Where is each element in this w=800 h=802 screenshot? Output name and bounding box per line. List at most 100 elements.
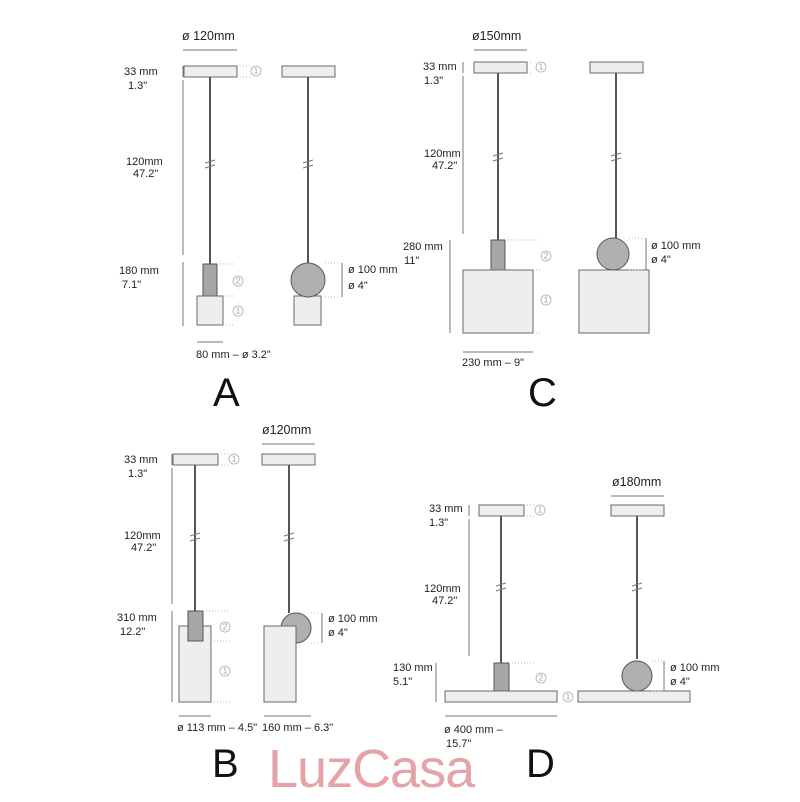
cable-length-in: 47.2" bbox=[432, 595, 457, 607]
canopy-height-mm: 33 mm bbox=[429, 503, 463, 515]
canopy-height-in: 1.3" bbox=[429, 517, 448, 529]
panel-d: ø180mm 33 mm 1.3" 120mm 47.2" 130 mm 5.1… bbox=[393, 475, 720, 786]
part-marker bbox=[228, 453, 240, 465]
part-marker bbox=[219, 665, 231, 677]
socket bbox=[490, 239, 506, 271]
socket bbox=[202, 263, 218, 297]
panel-b: ø120mm 33 mm 1.3" 120mm 47.2" 310 mm 12.… bbox=[117, 423, 378, 786]
body-height-in: 12.2" bbox=[120, 626, 145, 638]
shade bbox=[444, 690, 558, 703]
bulb bbox=[621, 660, 653, 692]
bulb-diameter-mm: ø 100 mm bbox=[328, 613, 378, 625]
part-marker bbox=[562, 691, 574, 703]
part-marker-label: 1 bbox=[566, 693, 571, 702]
canopy-height-mm: 33 mm bbox=[124, 454, 158, 466]
cable-length-in: 47.2" bbox=[131, 542, 156, 554]
watermark-text: LuzCasa bbox=[268, 739, 475, 799]
part-marker-label: 1 bbox=[223, 667, 228, 676]
part-marker bbox=[534, 504, 546, 516]
width-label: 80 mm – ø 3.2" bbox=[196, 349, 271, 361]
panel-letter: C bbox=[528, 371, 557, 415]
part-marker-label: 1 bbox=[236, 307, 241, 316]
bulb-diameter-mm: ø 100 mm bbox=[348, 264, 398, 276]
body-height-in: 7.1" bbox=[122, 279, 141, 291]
cable-break-mark bbox=[283, 537, 295, 542]
cable-break-mark bbox=[610, 157, 622, 162]
cable-break-mark bbox=[631, 582, 643, 587]
body-height-mm: 130 mm bbox=[393, 662, 433, 674]
cable-break-mark bbox=[204, 159, 216, 164]
cable-length-in: 47.2" bbox=[133, 168, 158, 180]
panel-letter: B bbox=[212, 742, 239, 786]
canopy-diameter-label: ø120mm bbox=[262, 423, 311, 437]
cable-break-mark bbox=[492, 152, 504, 157]
bulb bbox=[596, 237, 630, 271]
cable-break-mark bbox=[495, 582, 507, 587]
cable-break-mark bbox=[189, 532, 201, 537]
canopy bbox=[172, 453, 219, 466]
part-marker-label: 1 bbox=[254, 67, 259, 76]
part-marker-label: 2 bbox=[544, 252, 549, 261]
part-marker-label: 2 bbox=[236, 277, 241, 286]
part-marker bbox=[540, 294, 552, 306]
shade bbox=[263, 625, 297, 703]
part-marker-label: 2 bbox=[539, 674, 544, 683]
part-marker-label: 1 bbox=[232, 455, 237, 464]
bulb bbox=[290, 262, 326, 298]
width-label-right: 160 mm – 6.3" bbox=[262, 722, 333, 734]
panel-a: ø 120mm 33 mm 1.3" 120mm 47.2" 180 mm 7.… bbox=[119, 29, 398, 415]
part-marker-label: 1 bbox=[539, 63, 544, 72]
canopy-height-in: 1.3" bbox=[128, 468, 147, 480]
shade bbox=[196, 295, 224, 326]
socket bbox=[493, 662, 510, 692]
canopy-diameter-label: ø150mm bbox=[472, 29, 521, 43]
canopy-diameter-label: ø180mm bbox=[612, 475, 661, 489]
cable-break-mark bbox=[302, 164, 314, 169]
shade bbox=[577, 690, 691, 703]
part-marker-label: 1 bbox=[544, 296, 549, 305]
canopy-height-in: 1.3" bbox=[128, 80, 147, 92]
part-marker bbox=[535, 672, 547, 684]
body-height-mm: 280 mm bbox=[403, 241, 443, 253]
width-label: 230 mm – 9" bbox=[462, 357, 524, 369]
shade bbox=[462, 269, 534, 334]
width-label-line1: ø 400 mm – bbox=[444, 724, 504, 736]
cable-length-mm: 120mm bbox=[424, 148, 461, 160]
part-marker bbox=[535, 61, 547, 73]
part-marker bbox=[250, 65, 262, 77]
shade bbox=[293, 295, 322, 326]
cable-break-mark bbox=[302, 159, 314, 164]
body-height-mm: 310 mm bbox=[117, 612, 157, 624]
part-marker-label: 1 bbox=[538, 506, 543, 515]
canopy bbox=[589, 61, 644, 74]
cable-length-in: 47.2" bbox=[432, 160, 457, 172]
canopy-height-in: 1.3" bbox=[424, 75, 443, 87]
cable-break-mark bbox=[283, 532, 295, 537]
body-height-mm: 180 mm bbox=[119, 265, 159, 277]
cable-break-mark bbox=[189, 537, 201, 542]
panel-letter: D bbox=[526, 742, 555, 786]
part-marker bbox=[540, 250, 552, 262]
cable-break-mark bbox=[495, 587, 507, 592]
cable-break-mark bbox=[610, 152, 622, 157]
cable-length-mm: 120mm bbox=[124, 530, 161, 542]
cable-break-mark bbox=[631, 587, 643, 592]
part-marker-label: 2 bbox=[223, 623, 228, 632]
cable-length-mm: 120mm bbox=[126, 156, 163, 168]
canopy-height-mm: 33 mm bbox=[423, 61, 457, 73]
body-height-in: 11" bbox=[404, 255, 419, 267]
cable-break-mark bbox=[492, 157, 504, 162]
canopy bbox=[473, 61, 528, 74]
bulb-diameter-mm: ø 100 mm bbox=[651, 240, 701, 252]
panel-letter: A bbox=[213, 371, 240, 415]
socket bbox=[187, 610, 204, 642]
part-marker bbox=[232, 305, 244, 317]
bulb-diameter-in: ø 4" bbox=[670, 676, 690, 688]
part-marker bbox=[232, 275, 244, 287]
bulb-diameter-in: ø 4" bbox=[328, 627, 348, 639]
cable-break-mark bbox=[204, 164, 216, 169]
canopy-height-mm: 33 mm bbox=[124, 66, 158, 78]
canopy bbox=[183, 65, 238, 78]
canopy bbox=[261, 453, 316, 466]
